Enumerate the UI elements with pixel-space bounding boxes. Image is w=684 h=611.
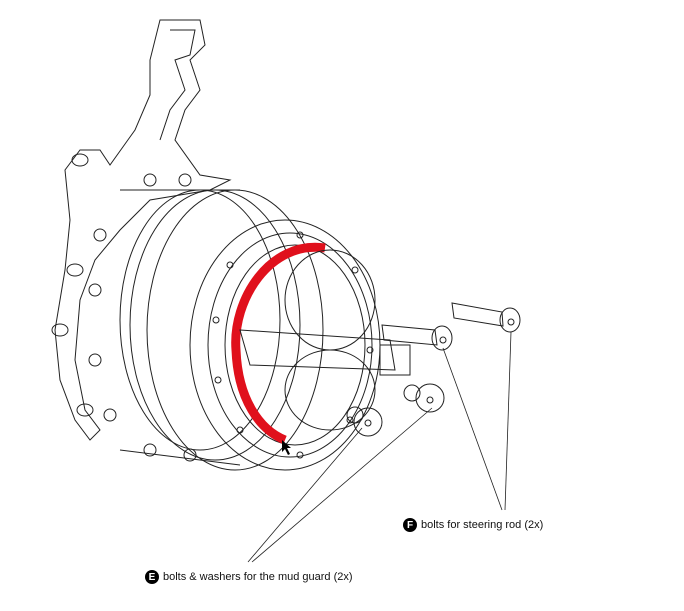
mud-guard-bolt	[346, 406, 383, 437]
steering-knuckle	[51, 19, 232, 441]
flange-ring	[189, 219, 381, 471]
highlighted-seal-arc	[231, 242, 326, 445]
mud-guard-bolt	[403, 383, 445, 413]
hub-body	[88, 173, 324, 471]
callout-text: bolts for steering rod (2x)	[421, 519, 544, 531]
axle-shaft	[239, 249, 411, 431]
callout-steering-rod-bolts: F bolts for steering rod (2x)	[403, 518, 543, 532]
callout-mud-guard-bolts: E bolts & washers for the mud guard (2x)	[145, 570, 353, 584]
callout-text: bolts & washers for the mud guard (2x)	[163, 571, 353, 583]
callout-badge-e: E	[145, 570, 159, 584]
leader-lines	[247, 331, 512, 563]
steering-rod-bolt	[381, 324, 453, 351]
pointer-arrow-icon	[282, 440, 291, 455]
steering-rod-bolt	[451, 302, 521, 333]
callout-badge-f: F	[403, 518, 417, 532]
